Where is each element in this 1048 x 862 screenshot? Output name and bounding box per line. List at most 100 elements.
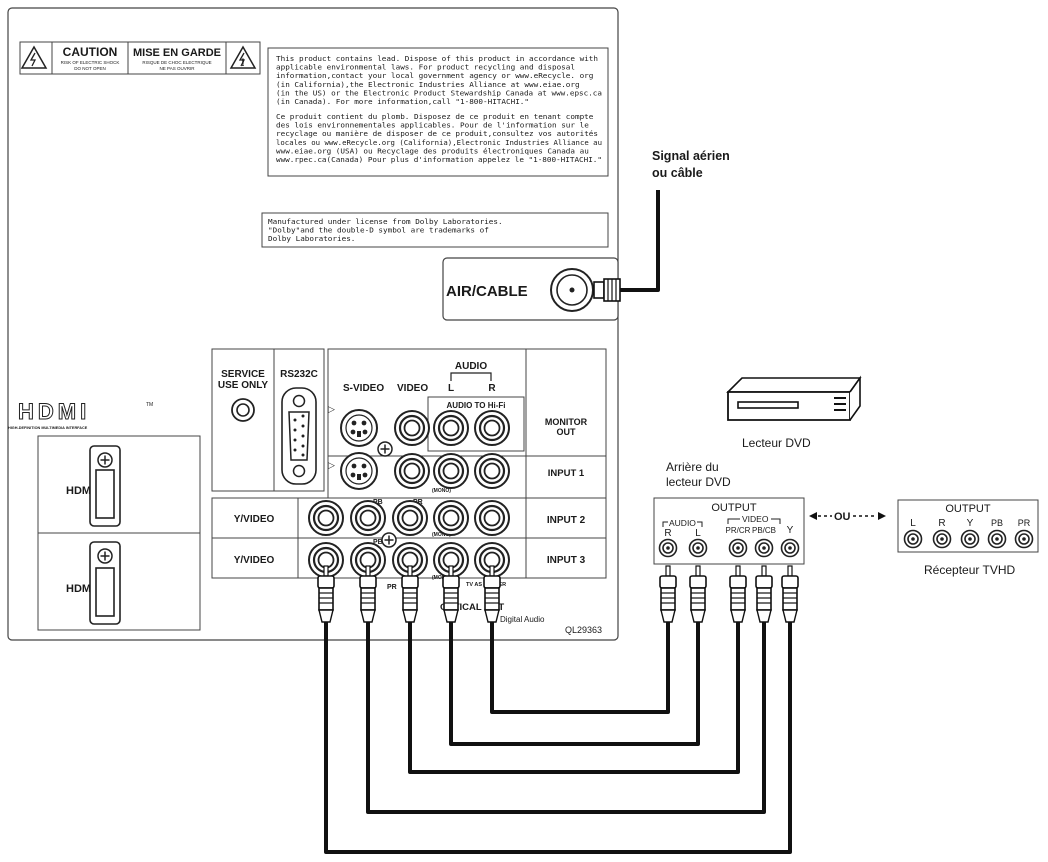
mise-en-garde-title: MISE EN GARDE [133,47,221,59]
hdmi-section: HDMI 1 HDMI 2 [37,435,201,631]
dvd-output-label: OUTPUT [711,502,757,514]
monitor-out-audio-l-jack[interactable] [432,409,470,447]
hdmi2-port[interactable] [89,541,121,625]
tvhd-y-jack[interactable] [960,529,980,549]
dvd-jack-label-pb: PB/CB [752,526,776,535]
monitor-out-label-1: MONITOR [545,417,588,427]
input1-video-jack[interactable] [393,452,431,490]
svg-text:!: ! [241,57,245,69]
hdmi-tagline: HIGH-DEFINITION MULTIMEDIA INTERFACE [8,426,88,430]
digital-audio-label: Digital Audio [500,615,545,624]
audio-label: AUDIO [455,361,487,372]
component-cables [317,565,792,854]
input2-audio-l-jack[interactable] [432,499,470,537]
tvhd-receiver-panel: OUTPUT L R Y PB PR [897,499,1039,553]
dvd-video-group-label: VIDEO [742,514,769,524]
lead_fr-line: recyclage ou manière de disposer de ce p… [276,129,598,138]
svg-text:▷: ▷ [328,460,335,470]
caution-title: CAUTION [63,45,118,59]
rs232c-label: RS232C [280,369,318,380]
input1-mono-label: (MONO) [432,488,451,494]
caution-sub2: DO NOT OPEN [74,66,105,71]
dvd-jack-label-l: L [695,528,701,539]
dvd-back-label-2: lecteur DVD [666,475,731,489]
audio-r-label: R [488,383,496,394]
monitor-out-audio-r-jack[interactable] [473,409,511,447]
mise-sub1: RISQUE DE CHOC ELECTRIQUE [142,60,211,65]
monitor-out-video-jack[interactable] [393,409,431,447]
service-jack[interactable] [231,398,255,422]
av-jack-panel: S-VIDEO VIDEO AUDIO L R AUDIO TO Hi-Fi M… [211,348,607,635]
lead_en-line: applicable environmental laws. For produ… [276,63,575,72]
dvd-audio-l-jack[interactable] [688,538,708,558]
dvd-back-panel: OUTPUT AUDIO VIDEO R L PR/CR PB/CB Y [653,497,805,565]
input2-pr-jack[interactable] [391,499,429,537]
coax-cable-plug [593,278,621,302]
svideo-label: S-VIDEO [343,383,384,394]
tvhd-r-jack[interactable] [932,529,952,549]
dolby-line: Manufactured under license from Dolby La… [268,217,503,226]
caution-label: CAUTION RISK OF ELECTRIC SHOCK DO NOT OP… [19,41,261,75]
dvd-back-label-1: Arrière du [666,460,719,474]
monitor-out-svideo-jack[interactable] [340,409,378,447]
input2-mono-label: (MONO) [432,532,451,538]
hdmi-logo-text: HDMI [18,399,90,424]
input3-pr-label: PR [387,584,397,591]
input1-label: INPUT 1 [548,468,585,479]
input2-audio-r-jack[interactable] [473,499,511,537]
coax-cable [620,190,660,292]
tvhd-pb-jack[interactable] [987,529,1007,549]
lead_en-line: (in the US) or the Electronic Product St… [276,88,602,97]
dvd-y-jack[interactable] [780,538,800,558]
lead_en-line: (in California),the Electronic Industrie… [276,80,580,89]
or-arrow: OU [809,511,886,523]
dvd-player-illustration [726,375,862,421]
model-number: QL29363 [565,625,602,635]
lead_en-line: (in Canada). For more information,call "… [276,97,529,106]
dvd-audio-r-jack[interactable] [658,538,678,558]
input3-mono-label: (MONO) [432,575,451,581]
service-section: SERVICE USE ONLY RS232C [211,348,325,492]
svg-text:▷: ▷ [328,404,335,414]
dvd-jack-label-r: R [664,528,671,539]
input1-audio-r-jack[interactable] [473,452,511,490]
input2-pb-jack[interactable] [349,499,387,537]
rs232c-port[interactable] [281,387,317,485]
hdmi1-port[interactable] [89,445,121,527]
dolby-line: Dolby Laboratories. [268,234,355,243]
tvhd-jack-label-r: R [938,518,945,529]
tvhd-pr-jack[interactable] [1014,529,1034,549]
service-label-2: USE ONLY [218,380,269,391]
tvhd-receiver-label: Récepteur TVHD [924,563,1015,577]
input1-svideo-jack[interactable] [340,452,378,490]
dvd-jack-label-pr: PR/CR [726,526,751,535]
air-cable-connector[interactable] [550,268,594,312]
caution-sub1: RISK OF ELECTRIC SHOCK [61,60,120,65]
input3-pb-label: PB [373,539,383,546]
or-label: OU [834,511,851,523]
signal-label-line2: ou câble [652,166,703,180]
mise-sub2: NE PAS OUVRIR [160,66,196,71]
input1-audio-l-jack[interactable] [432,452,470,490]
input2-pb-label: PB [373,499,383,506]
air-cable-label: AIR/CABLE [446,283,528,300]
tvhd-l-jack[interactable] [903,529,923,549]
air-cable-section: AIR/CABLE [442,257,621,321]
lead_en-line: information,contact your local governmen… [276,71,593,80]
dvd-jack-label-y: Y [787,525,794,536]
lead-notice: This product contains lead. Dispose of t… [267,47,609,177]
input2-y-jack[interactable] [307,499,345,537]
hdmi-tm: TM [146,402,153,408]
dvd-pr-jack[interactable] [728,538,748,558]
lead_en-line: This product contains lead. Dispose of t… [276,54,598,63]
lead_fr-line: Ce produit contient du plomb. Disposez d… [276,112,594,121]
hdmi-logo: HDMI TM HIGH-DEFINITION MULTIMEDIA INTER… [8,399,153,431]
audio-l-label: L [448,383,454,394]
dolby-line: "Dolby"and the double-D symbol are trade… [268,225,489,234]
optical-out-label: OPTICAL OUT [440,602,504,613]
monitor-out-label-2: OUT [557,427,577,437]
input3-label: INPUT 3 [547,555,586,566]
dvd-pb-jack[interactable] [754,538,774,558]
input2-label: INPUT 2 [547,515,586,526]
